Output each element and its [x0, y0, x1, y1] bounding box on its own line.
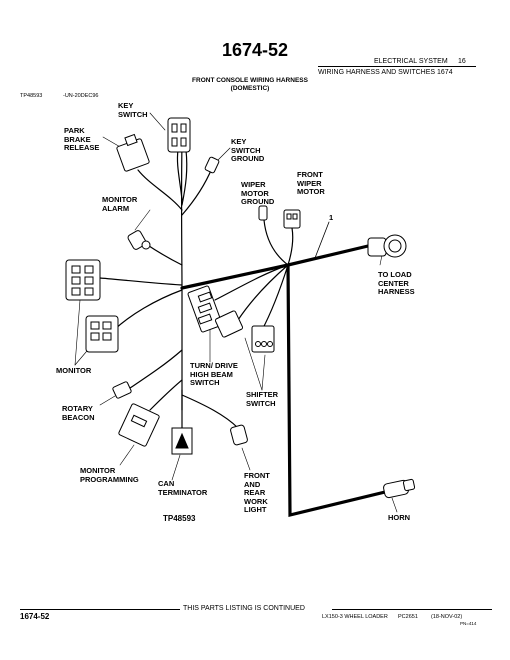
section-number: 16: [458, 58, 466, 65]
label-monitor-programming: MONITOR PROGRAMMING: [80, 466, 139, 484]
work-light-connector: [230, 424, 248, 446]
label-monitor: MONITOR: [56, 366, 92, 375]
footer-catalog: PC2651: [398, 614, 418, 620]
figure-title-line1: FRONT CONSOLE WIRING HARNESS: [192, 77, 308, 84]
wire-horn: [286, 263, 387, 518]
can-terminator-connector: [171, 427, 193, 455]
turn-drive-connector: [187, 285, 223, 333]
key-switch-connector: [167, 117, 191, 153]
label-front-wiper-motor: FRONT WIPER MOTOR: [297, 170, 325, 196]
label-horn: HORN: [388, 513, 411, 522]
horn-connector: [383, 478, 416, 499]
monitor-alarm-component: [127, 230, 151, 250]
front-wiper-connector: [283, 209, 301, 229]
footer-rule-right: [332, 609, 492, 610]
footer-rule-left: [20, 609, 180, 610]
wire-monitor-top: [99, 277, 183, 286]
monitor-connector-lower: [85, 315, 119, 353]
wire-rotary-beacon: [129, 349, 183, 389]
callout-1: 1: [329, 213, 334, 222]
label-park-brake-release: PARK BRAKE RELEASE: [64, 126, 100, 152]
monitor-programming-connector: [118, 403, 160, 447]
wire-monitor-programming: [149, 379, 183, 411]
figure-date: -UN-20DEC96: [63, 93, 99, 99]
shifter-connector-left: [214, 310, 244, 338]
callout-1-leader: [314, 221, 330, 259]
figure-id: TP48593: [20, 93, 43, 99]
wire-wiper-ground: [263, 219, 289, 266]
label-shifter-switch: SHIFTER SWITCH: [246, 390, 279, 408]
section-name: ELECTRICAL SYSTEM: [374, 58, 448, 65]
wire-monitor-bottom: [113, 289, 183, 331]
footer-date: (18-NOV-02): [431, 614, 463, 620]
load-center-connector: [367, 234, 407, 258]
label-key-switch-ground: KEY SWITCH GROUND: [231, 137, 265, 163]
label-front-and-rear-work-light: FRONT AND REAR WORK LIGHT: [244, 471, 270, 514]
wire-work-light: [181, 394, 239, 429]
footer-pn: PN=414: [460, 621, 477, 626]
figure-title: FRONT CONSOLE WIRING HARNESS (DOMESTIC): [150, 77, 350, 93]
park-brake-connector: [116, 133, 150, 172]
shifter-connector-right: [251, 325, 275, 353]
header-rule: [318, 66, 476, 67]
subsection-title: WIRING HARNESS AND SWITCHES 1674: [318, 69, 453, 76]
label-turn-drive-high-beam-switch: TURN/ DRIVE HIGH BEAM SWITCH: [190, 361, 238, 387]
wire-turn-drive: [214, 264, 289, 301]
label-rotary-beacon: ROTARY BEACON: [62, 404, 95, 422]
label-key-switch: KEY SWITCH: [118, 101, 148, 119]
key-switch-ground-terminal: [204, 156, 220, 174]
label-can-terminator: CAN TERMINATOR: [158, 479, 208, 497]
figure-caption: TP48593: [163, 514, 196, 523]
footer-machine: LX150-3 WHEEL LOADER: [322, 614, 388, 620]
label-to-load-center-harness: TO LOAD CENTER HARNESS: [378, 270, 415, 296]
monitor-connector-upper: [65, 259, 101, 301]
label-wiper-motor-ground: WIPER MOTOR GROUND: [241, 180, 275, 206]
page-title: 1674-52: [221, 40, 289, 60]
wire-monitor-alarm: [145, 243, 183, 266]
wire-key-switch: [176, 149, 183, 201]
wiper-motor-ground-terminal: [258, 205, 268, 221]
label-monitor-alarm: MONITOR ALARM: [102, 195, 138, 213]
wire-park-brake: [137, 169, 183, 211]
rotary-beacon-connector: [112, 381, 132, 399]
wire-front-wiper: [287, 227, 294, 266]
continued-notice: THIS PARTS LISTING IS CONTINUED: [183, 605, 305, 612]
figure-title-line2: (DOMESTIC): [230, 85, 270, 92]
footer-page-number: 1674-52: [20, 612, 50, 621]
